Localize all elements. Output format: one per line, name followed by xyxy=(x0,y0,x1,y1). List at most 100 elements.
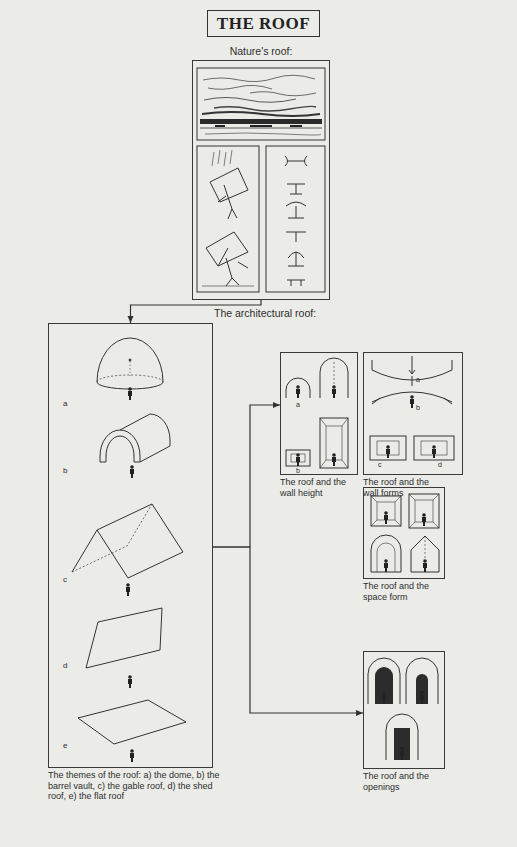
openings-sketch xyxy=(368,658,400,704)
nature-shelter-sketch xyxy=(218,185,237,219)
roof-panel: Nature's roof: xyxy=(192,60,330,300)
barrel-vault-sketch xyxy=(140,446,170,462)
nature-symbol-column xyxy=(266,146,325,292)
space-form-sketch xyxy=(384,511,388,524)
wall-height-sketch xyxy=(286,450,310,466)
section-label: The architectural roof: xyxy=(214,307,316,319)
gable-roof-sketch xyxy=(126,583,130,596)
nature-symbol-column xyxy=(285,156,307,166)
space-form-sketch xyxy=(371,494,439,572)
dome-sketch xyxy=(129,359,131,361)
openings-sketch xyxy=(386,714,418,760)
openings-sketch xyxy=(400,747,404,760)
nature-sky-sketch xyxy=(202,112,320,116)
panel-caption: The themes of the roof: a) the dome, b) … xyxy=(48,770,220,802)
gable-roof-sketch xyxy=(72,504,183,596)
wall-form-sketch xyxy=(409,356,415,374)
flow-line xyxy=(131,300,262,323)
nature-sky-sketch xyxy=(204,98,296,103)
arrow-head xyxy=(356,710,363,716)
item-letter: c xyxy=(63,575,67,584)
dome-sketch xyxy=(97,338,163,382)
wall-form-sketch xyxy=(410,395,414,408)
panel-caption: The roof and the openings xyxy=(363,771,447,792)
space-form-sketch xyxy=(409,494,439,528)
item-letter: d xyxy=(63,661,67,670)
nature-symbol-column xyxy=(287,184,305,194)
openings-sketch xyxy=(382,691,386,704)
item-letter: a xyxy=(63,399,67,408)
flow-line xyxy=(213,405,280,547)
roof-panel: The roof and the openings xyxy=(363,651,445,769)
nature-sky-sketch xyxy=(250,92,316,96)
nature-sky-sketch xyxy=(200,119,322,124)
wall-height-sketch xyxy=(320,418,348,468)
openings-sketch xyxy=(375,667,393,704)
item-letter: a xyxy=(416,376,420,383)
flow-line xyxy=(213,547,363,713)
space-form-sketch xyxy=(409,494,439,528)
flow-arrow xyxy=(128,300,262,323)
space-form-sketch xyxy=(371,496,401,526)
nature-shelter-sketch xyxy=(197,146,259,292)
roof-panel: The roof and the wall forms xyxy=(363,352,463,475)
nature-shelter-sketch xyxy=(197,146,259,292)
wall-form-sketch xyxy=(370,356,454,460)
space-form-sketch xyxy=(371,535,401,572)
nature-sky-sketch xyxy=(208,85,272,89)
wall-height-sketch xyxy=(286,358,348,468)
nature-sky-sketch xyxy=(205,133,321,135)
nature-sky-sketch xyxy=(203,75,315,81)
panel-caption: Nature's roof: xyxy=(192,45,330,57)
nature-sky-sketch xyxy=(200,128,322,129)
barrel-vault-sketch xyxy=(106,436,134,462)
arrow-head xyxy=(128,316,134,323)
nature-shelter-sketch xyxy=(212,150,232,166)
panel-caption: The roof and the wall height xyxy=(280,477,360,498)
space-form-sketch xyxy=(377,543,395,572)
space-form-sketch xyxy=(384,559,388,572)
space-form-sketch xyxy=(371,496,401,526)
gable-roof-sketch xyxy=(72,530,128,578)
dome-sketch xyxy=(97,375,163,382)
nature-symbol-column xyxy=(266,146,325,292)
wall-form-sketch xyxy=(414,436,454,460)
flow-arrow xyxy=(213,402,280,547)
wall-height-sketch xyxy=(320,358,348,398)
nature-symbol-column xyxy=(288,252,304,266)
nature-symbol-column xyxy=(287,280,305,286)
nature-sky-sketch xyxy=(197,68,325,140)
shed-roof-sketch xyxy=(86,608,162,668)
flat-roof-sketch xyxy=(78,700,186,762)
openings-sketch xyxy=(416,674,428,704)
arrow-head xyxy=(273,402,280,408)
barrel-vault-sketch xyxy=(120,414,170,446)
wall-height-sketch xyxy=(286,378,310,398)
nature-shelter-sketch xyxy=(202,286,254,287)
space-form-sketch xyxy=(423,559,427,572)
item-letter: e xyxy=(63,741,67,750)
wall-form-sketch xyxy=(370,436,406,460)
barrel-vault-sketch xyxy=(100,430,140,462)
title-text: THE ROOF xyxy=(217,14,310,34)
roof-panel: The roof and the space form xyxy=(363,487,445,579)
barrel-vault-sketch xyxy=(100,414,170,478)
roof-panel: The themes of the roof: a) the dome, b) … xyxy=(48,323,213,768)
item-letter: b xyxy=(63,466,67,475)
dome-sketch xyxy=(128,387,132,400)
item-letter: a xyxy=(296,401,300,408)
gable-roof-sketch xyxy=(72,504,152,572)
wall-height-sketch xyxy=(332,453,336,466)
nature-shelter-sketch xyxy=(210,168,248,202)
openings-sketch xyxy=(394,728,410,760)
item-letter: d xyxy=(438,461,442,468)
space-form-sketch xyxy=(422,513,426,526)
shed-roof-sketch xyxy=(128,675,132,688)
nature-shelter-sketch xyxy=(218,248,248,286)
item-letter: b xyxy=(296,467,300,474)
flat-roof-sketch xyxy=(78,700,186,744)
wall-height-sketch xyxy=(296,385,300,398)
